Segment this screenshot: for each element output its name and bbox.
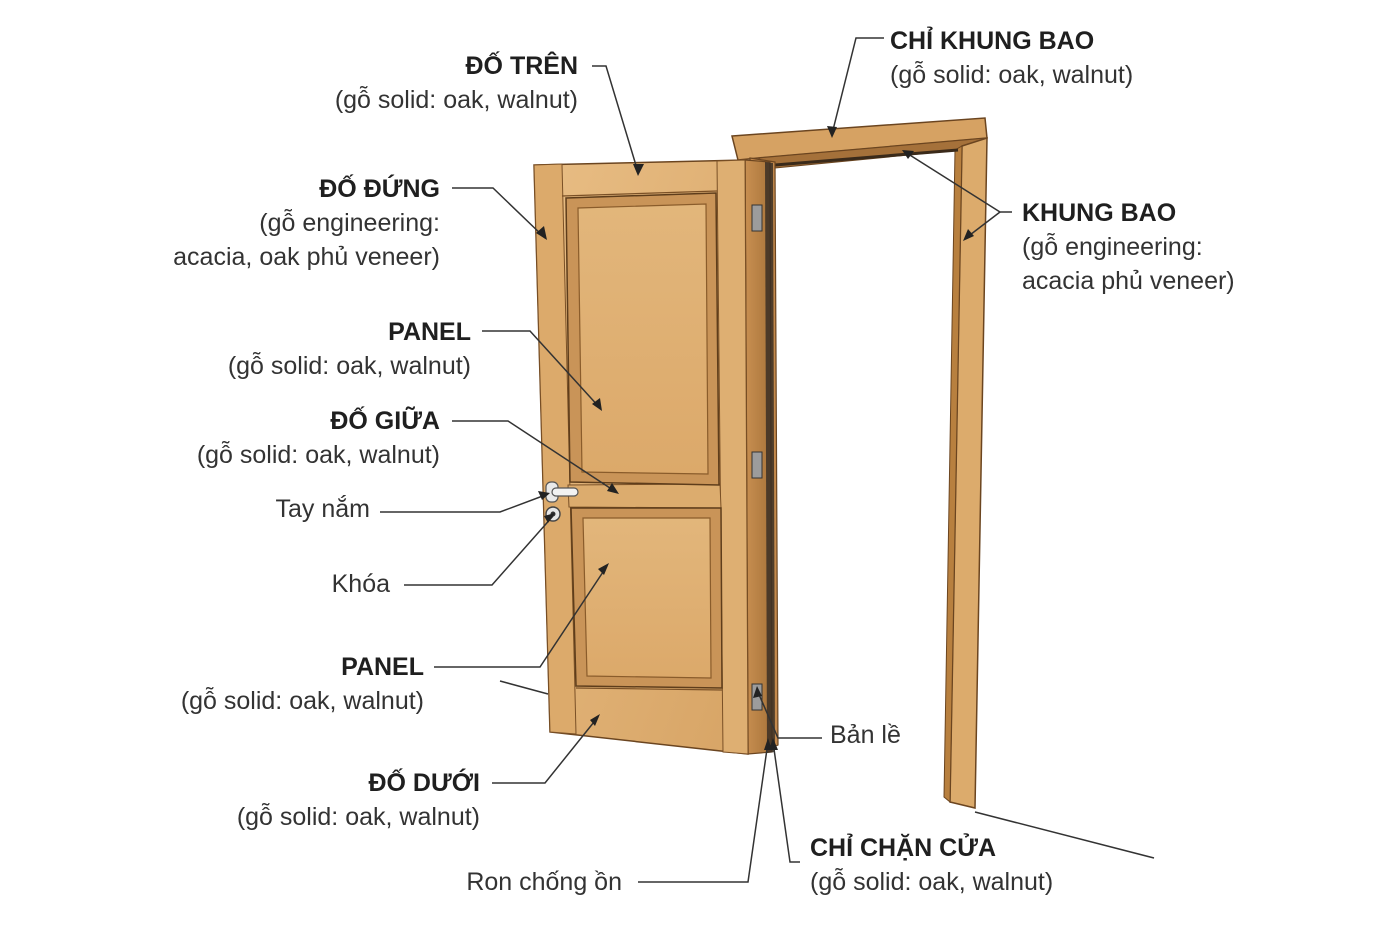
label-do-dung-material-2: acacia, oak phủ veneer) (173, 243, 440, 271)
label-do-duoi-material: (gỗ solid: oak, walnut) (236, 803, 480, 831)
label-do-tren: ĐỐ TRÊN (gỗ solid: oak, walnut) (335, 49, 578, 117)
label-do-dung-title: ĐỐ ĐỨNG (319, 175, 440, 203)
label-do-dung-material-1: (gỗ engineering: (259, 209, 440, 237)
label-do-duoi-title: ĐỐ DƯỚI (368, 769, 480, 797)
leader-lines (380, 37, 1155, 883)
label-ron-chong-on-title: Ron chống ồn (466, 868, 622, 896)
frame-right-jamb-inner (943, 145, 963, 804)
label-ron-chong-on: Ron chống ồn (466, 865, 622, 899)
left-stile (533, 163, 577, 735)
label-chi-chan-cua: CHỈ CHẶN CỬA (gỗ solid: oak, walnut) (810, 831, 1053, 899)
label-panel-bottom-material: (gỗ solid: oak, walnut) (180, 687, 424, 715)
label-chi-chan-cua-material: (gỗ solid: oak, walnut) (810, 868, 1054, 896)
label-do-giua-material: (gỗ solid: oak, walnut) (196, 441, 440, 469)
arrow-heads (536, 126, 974, 750)
label-do-duoi: ĐỐ DƯỚI (gỗ solid: oak, walnut) (237, 766, 480, 834)
label-panel-top: PANEL (gỗ solid: oak, walnut) (228, 315, 471, 383)
label-panel-bottom: PANEL (gỗ solid: oak, walnut) (181, 650, 424, 718)
label-panel-bottom-title: PANEL (341, 653, 424, 681)
label-khung-bao: KHUNG BAO (gỗ engineering: acacia phủ ve… (1022, 196, 1235, 298)
label-do-tren-material: (gỗ solid: oak, walnut) (334, 86, 578, 114)
top-panel (577, 203, 709, 475)
label-khung-bao-material-1: (gỗ engineering: (1022, 233, 1203, 261)
middle-rail (567, 483, 722, 509)
door-gasket (765, 162, 775, 753)
label-khoa-title: Khóa (331, 570, 390, 598)
door-leaf (533, 159, 775, 755)
label-do-giua: ĐỐ GIỮA (gỗ solid: oak, walnut) (197, 404, 440, 472)
label-ban-le: Bản lề (830, 718, 901, 752)
label-chi-chan-cua-title: CHỈ CHẶN CỬA (810, 834, 997, 862)
label-khoa: Khóa (332, 567, 390, 601)
label-do-tren-title: ĐỐ TRÊN (465, 52, 579, 80)
label-chi-khung-bao: CHỈ KHUNG BAO (gỗ solid: oak, walnut) (890, 24, 1133, 92)
door-handle (545, 481, 579, 503)
label-panel-top-title: PANEL (388, 318, 471, 346)
label-khung-bao-title: KHUNG BAO (1022, 199, 1177, 227)
label-tay-nam: Tay nắm (276, 492, 370, 526)
label-do-giua-title: ĐỐ GIỮA (330, 407, 440, 435)
label-panel-top-material: (gỗ solid: oak, walnut) (227, 352, 471, 380)
label-ban-le-title: Bản lề (830, 721, 901, 749)
label-chi-khung-bao-title: CHỈ KHUNG BAO (890, 27, 1095, 55)
label-chi-khung-bao-material: (gỗ solid: oak, walnut) (890, 61, 1134, 89)
label-tay-nam-title: Tay nắm (275, 495, 370, 523)
bottom-panel (582, 517, 712, 679)
label-do-dung: ĐỐ ĐỨNG (gỗ engineering: acacia, oak phủ… (173, 172, 440, 274)
label-khung-bao-material-2: acacia phủ veneer) (1022, 267, 1235, 295)
